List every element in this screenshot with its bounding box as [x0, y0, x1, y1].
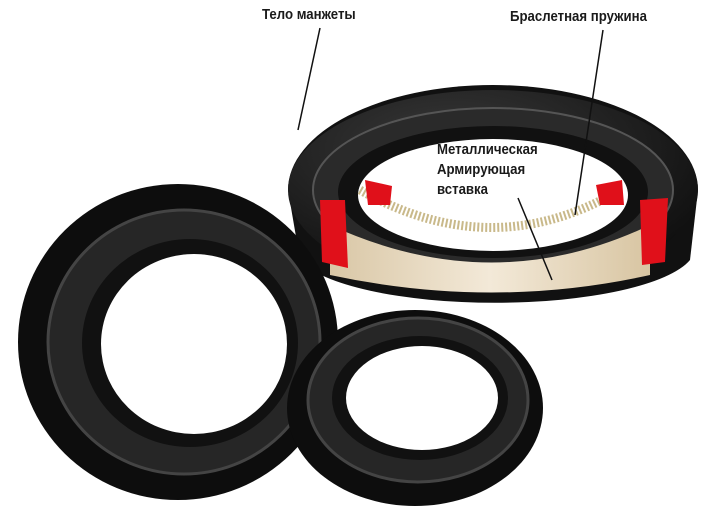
label-metal-insert-line3: вставка [437, 181, 488, 198]
cutaway-seal [288, 85, 698, 303]
metal-insert [330, 225, 650, 293]
label-metal-insert: Металлическая Армирующая вставка [437, 140, 538, 200]
label-metal-insert-line1: Металлическая [437, 141, 538, 158]
large-seal [18, 184, 338, 500]
leader-line-body [297, 27, 321, 131]
label-garter-spring: Браслетная пружина [510, 8, 647, 25]
small-seal [287, 310, 543, 506]
garter-spring [357, 186, 623, 232]
label-seal-body: Тело манжеты [262, 6, 356, 23]
cut-section-right [640, 198, 668, 265]
label-metal-insert-line2: Армирующая [437, 161, 526, 178]
leader-line-spring [574, 29, 604, 216]
leader-line-insert [517, 197, 553, 281]
cut-section-left [320, 200, 348, 268]
